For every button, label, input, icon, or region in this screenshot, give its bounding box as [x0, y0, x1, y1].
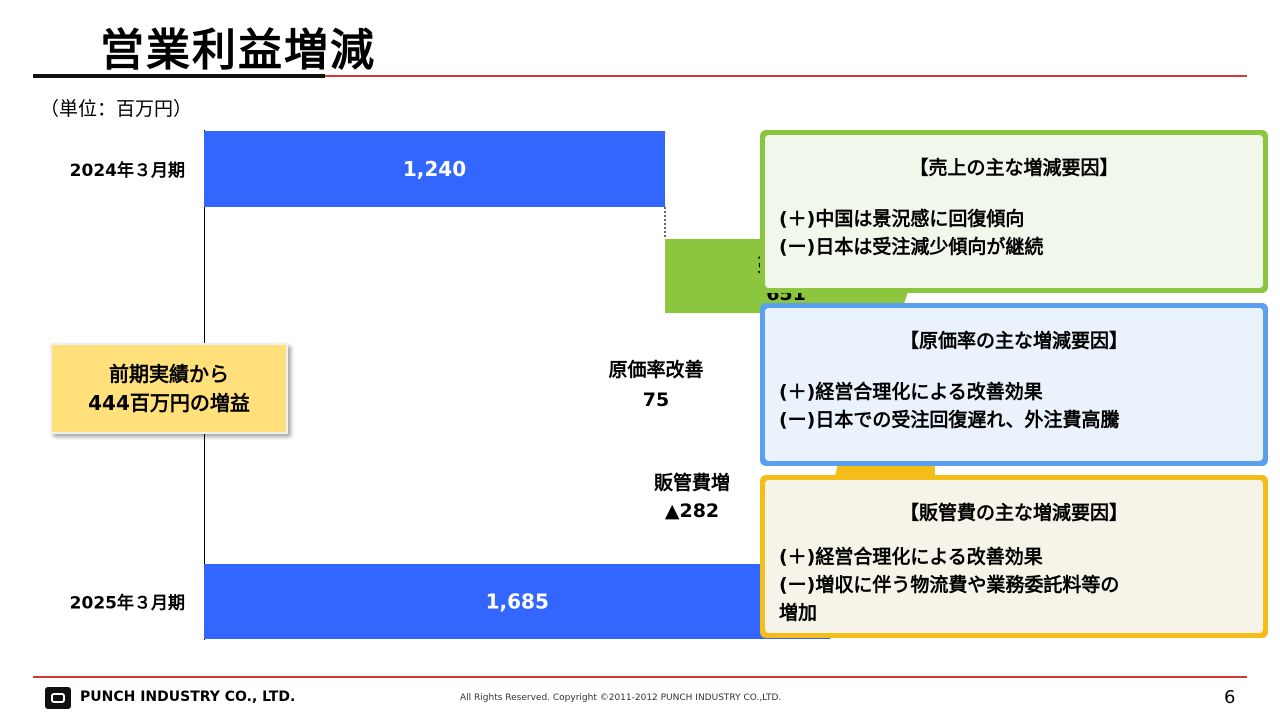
callout-line-2: 444百万円の増益	[88, 390, 250, 415]
cost-ratio-factors-title: 【原価率の主な増減要因】	[899, 330, 1128, 352]
sga-factor-positive: (＋)経営合理化による改善効果	[779, 546, 1043, 568]
cost-ratio-factor-positive: (＋)経営合理化による改善効果	[779, 381, 1043, 403]
sales-factors-panel-body: 【売上の主な増減要因】 (＋)中国は景況感に回復傾向 (ー)日本は受注減少傾向が…	[765, 135, 1263, 288]
callout-line-1: 前期実績から	[109, 361, 229, 386]
cost-ratio-factors-panel: 【原価率の主な増減要因】 (＋)経営合理化による改善効果 (ー)日本での受注回復…	[760, 303, 1268, 466]
cost-ratio-factors-panel-body: 【原価率の主な増減要因】 (＋)経営合理化による改善効果 (ー)日本での受注回復…	[765, 308, 1263, 461]
summary-callout: 前期実績から 444百万円の増益	[50, 343, 288, 434]
bar-end-value-label: 1,685	[486, 590, 549, 614]
bar-end	[204, 564, 831, 639]
step-name-label-3: 販管費増	[654, 471, 730, 494]
unit-label: （単位：百万円）	[40, 98, 193, 120]
step-value-label-2: 75	[643, 389, 669, 411]
footer-company: PUNCH INDUSTRY CO., LTD.	[80, 689, 296, 705]
sga-factor-negative-cont: 増加	[779, 602, 818, 624]
step-name-label-2: 原価率改善	[608, 358, 703, 381]
title-underline-black	[33, 74, 325, 78]
cost-ratio-factor-negative: (ー)日本での受注回復遅れ、外注費高騰	[779, 409, 1120, 431]
sga-factor-negative: (ー)増収に伴う物流費や業務委託料等の	[779, 574, 1120, 596]
footer-copyright: All Rights Reserved. Copyright ©2011-201…	[460, 693, 782, 703]
bar-start	[204, 131, 666, 207]
page-number: 6	[1224, 687, 1236, 708]
sga-factors-panel: 【販管費の主な増減要因】 (＋)経営合理化による改善効果 (ー)増収に伴う物流費…	[760, 475, 1268, 638]
category-label-start: 2024年３月期	[70, 160, 185, 181]
step-value-label-3: ▲282	[665, 500, 719, 522]
sga-factors-title: 【販管費の主な増減要因】	[899, 502, 1128, 524]
sales-factors-panel: 【売上の主な増減要因】 (＋)中国は景況感に回復傾向 (ー)日本は受注減少傾向が…	[760, 130, 1268, 293]
footer-rule	[33, 676, 1247, 678]
sales-factor-negative: (ー)日本は受注減少傾向が継続	[779, 236, 1044, 258]
slide-title: 営業利益増減	[100, 25, 376, 76]
title-underline-red	[325, 75, 1247, 77]
company-logo-icon	[45, 687, 71, 709]
sga-factors-panel-body: 【販管費の主な増減要因】 (＋)経営合理化による改善効果 (ー)増収に伴う物流費…	[765, 480, 1263, 633]
bar-start-value-label: 1,240	[403, 157, 466, 181]
category-label-end: 2025年３月期	[70, 593, 185, 614]
sales-factor-positive: (＋)中国は景況感に回復傾向	[779, 208, 1025, 230]
sales-factors-title: 【売上の主な増減要因】	[909, 157, 1119, 179]
